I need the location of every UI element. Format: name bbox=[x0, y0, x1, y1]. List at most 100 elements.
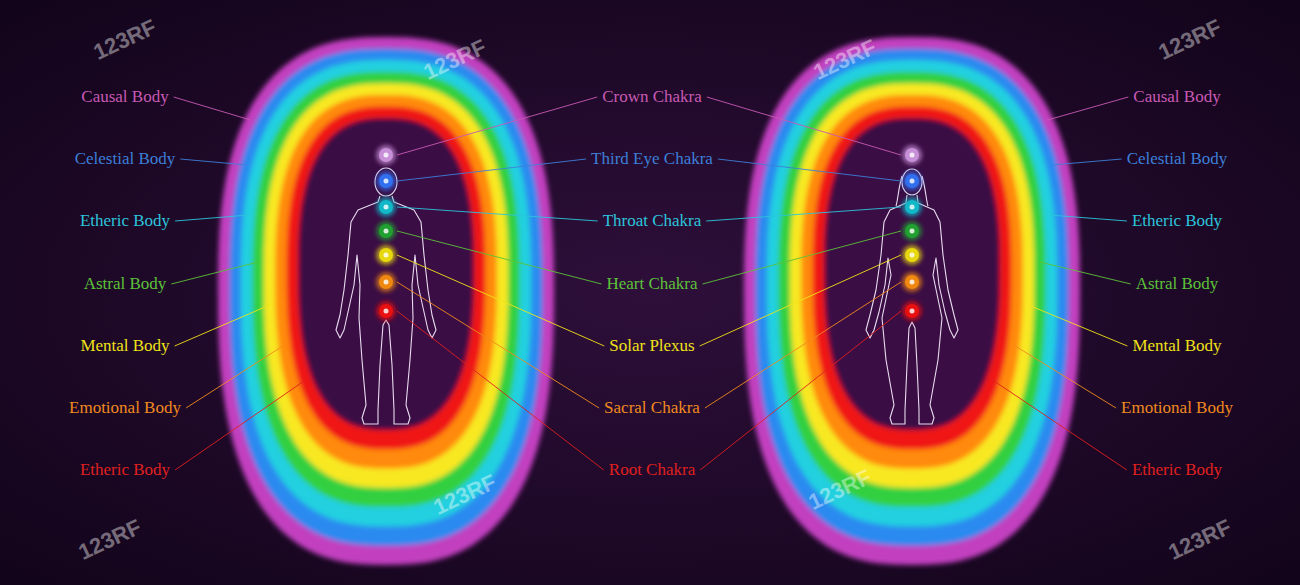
leader-line bbox=[175, 305, 270, 346]
body-label: Emotional Body bbox=[1121, 398, 1233, 418]
male-figure bbox=[336, 168, 436, 424]
chakra-core bbox=[384, 153, 389, 158]
chakra-dot bbox=[379, 304, 393, 318]
aura bbox=[218, 37, 1080, 565]
leader-line bbox=[186, 345, 284, 408]
aura-band bbox=[790, 83, 1035, 488]
aura-band bbox=[298, 118, 474, 430]
chakra-dot bbox=[379, 148, 393, 162]
aura-band bbox=[767, 60, 1057, 526]
female-figure bbox=[866, 169, 958, 424]
leader-line bbox=[706, 207, 901, 221]
chakra-glow bbox=[902, 245, 922, 265]
leader-line bbox=[718, 159, 901, 181]
body-label: Mental Body bbox=[1132, 336, 1221, 356]
watermark: 123RF bbox=[430, 470, 500, 520]
chakra-core bbox=[384, 229, 389, 234]
body-label: Astral Body bbox=[1136, 274, 1219, 294]
leader-line bbox=[1014, 345, 1116, 408]
chakra-glow bbox=[376, 221, 396, 241]
chakra-label: Root Chakra bbox=[609, 460, 695, 480]
aura-band bbox=[801, 95, 1023, 469]
chakra-glow bbox=[376, 171, 396, 191]
figures bbox=[336, 168, 958, 424]
chakras bbox=[376, 145, 922, 321]
body-label: Mental Body bbox=[80, 336, 169, 356]
watermark: 123RF bbox=[90, 15, 160, 65]
chakra-core bbox=[910, 153, 915, 158]
chakra-dot bbox=[379, 224, 393, 238]
chakra-glow bbox=[902, 171, 922, 191]
body-label: Emotional Body bbox=[69, 398, 181, 418]
body-label: Causal Body bbox=[1133, 87, 1220, 107]
chakra-dot bbox=[905, 148, 919, 162]
watermark: 123RF bbox=[1165, 515, 1235, 565]
watermark: 123RF bbox=[810, 35, 880, 85]
leader-line bbox=[397, 159, 586, 181]
leader-line bbox=[397, 231, 602, 284]
chakra-dot bbox=[905, 200, 919, 214]
aura-band bbox=[218, 37, 554, 565]
watermark: 123RF bbox=[1155, 15, 1225, 65]
leader-line bbox=[174, 97, 251, 120]
body-label: Astral Body bbox=[84, 274, 167, 294]
leader-line bbox=[1048, 97, 1129, 120]
leader-line bbox=[1028, 305, 1127, 346]
chakra-core bbox=[910, 205, 915, 210]
leader-line bbox=[700, 311, 901, 470]
chakra-core bbox=[384, 309, 389, 314]
chakra-glow bbox=[902, 301, 922, 321]
aura-band bbox=[287, 106, 486, 449]
chakra-core bbox=[384, 205, 389, 210]
aura-band bbox=[778, 72, 1045, 507]
chakra-core bbox=[384, 179, 389, 184]
leader-line bbox=[397, 311, 604, 470]
leader-line bbox=[703, 231, 902, 284]
body-label: Celestial Body bbox=[75, 149, 176, 169]
aura-band bbox=[813, 106, 1012, 449]
chakra-dot bbox=[379, 248, 393, 262]
chakra-dot bbox=[905, 224, 919, 238]
chakra-dot bbox=[905, 275, 919, 289]
chakra-label: Solar Plexus bbox=[609, 336, 694, 356]
leader-line bbox=[700, 255, 901, 346]
body-label: Etheric Body bbox=[80, 460, 170, 480]
chakra-core bbox=[910, 309, 915, 314]
chakra-label: Sacral Chakra bbox=[604, 398, 700, 418]
aura-band bbox=[264, 83, 509, 488]
aura-band bbox=[252, 72, 519, 507]
chakra-glow bbox=[902, 272, 922, 292]
chakra-glow bbox=[376, 197, 396, 217]
chakra-glow bbox=[902, 221, 922, 241]
chakra-glow bbox=[376, 272, 396, 292]
body-outline bbox=[866, 195, 958, 424]
chakra-core bbox=[910, 179, 915, 184]
aura-band bbox=[755, 49, 1068, 546]
leader-line bbox=[1049, 215, 1127, 221]
chakra-dot bbox=[379, 200, 393, 214]
aura-band bbox=[275, 95, 497, 469]
leader-line bbox=[397, 97, 597, 155]
body-outline bbox=[336, 196, 436, 424]
chakra-core bbox=[384, 253, 389, 258]
chakra-label: Heart Chakra bbox=[606, 274, 697, 294]
aura-band bbox=[744, 37, 1080, 565]
body-label: Causal Body bbox=[81, 87, 168, 107]
leader-line bbox=[1052, 159, 1122, 165]
leader-line bbox=[175, 215, 249, 221]
chakra-core bbox=[910, 280, 915, 285]
chakra-core bbox=[384, 280, 389, 285]
aura-band bbox=[229, 49, 542, 546]
head bbox=[375, 168, 397, 196]
body-label: Etheric Body bbox=[1132, 460, 1222, 480]
watermark: 123RF bbox=[420, 35, 490, 85]
body-label: Etheric Body bbox=[1132, 211, 1222, 231]
leader-line bbox=[1040, 262, 1131, 284]
chakra-label: Crown Chakra bbox=[602, 87, 702, 107]
leader-line bbox=[993, 380, 1127, 470]
body-label: Etheric Body bbox=[80, 211, 170, 231]
chakra-glow bbox=[376, 245, 396, 265]
head bbox=[902, 169, 922, 195]
